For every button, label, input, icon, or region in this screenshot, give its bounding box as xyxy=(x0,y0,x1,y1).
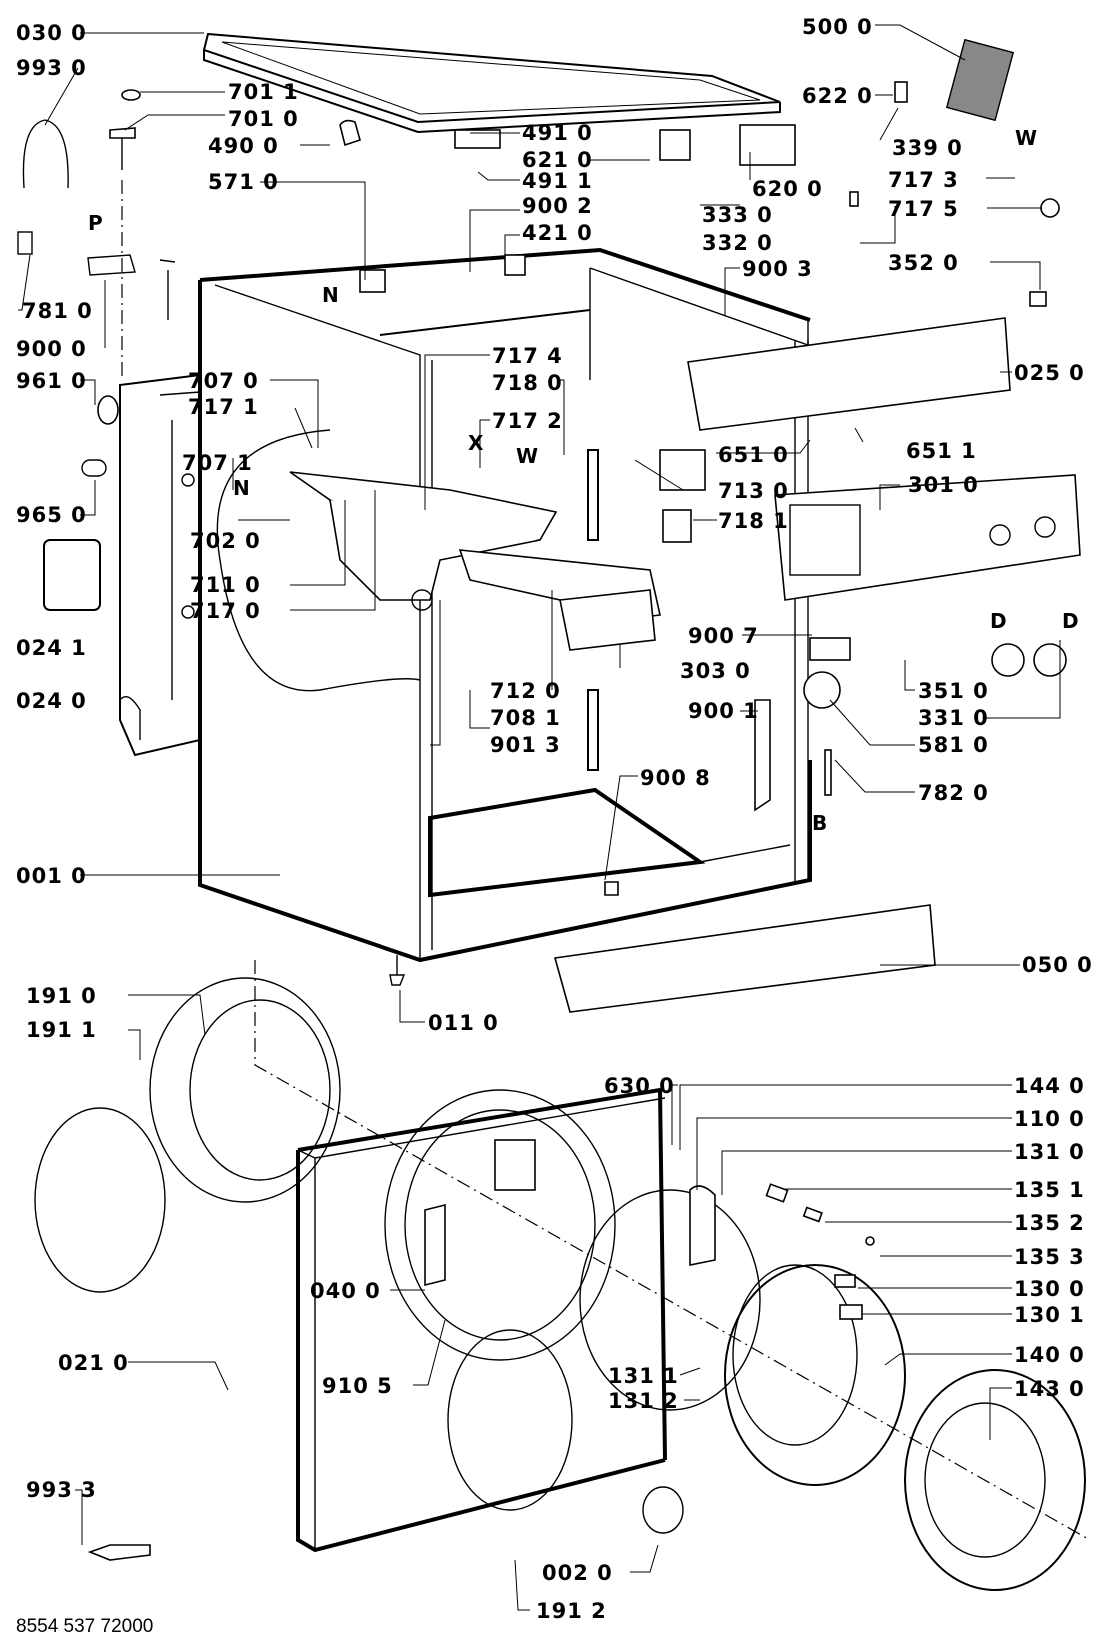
document-number: 8554 537 72000 xyxy=(16,1616,153,1637)
part-label-717-0: 717 0 xyxy=(190,599,261,623)
control-panel xyxy=(687,317,1081,601)
part-label-491-1: 491 1 xyxy=(522,169,593,193)
part-label-712-0: 712 0 xyxy=(490,679,561,703)
part-label-961-0: 961 0 xyxy=(16,369,87,393)
part-label-144-0: 144 0 xyxy=(1014,1074,1085,1098)
part-label-040-0: 040 0 xyxy=(310,1279,381,1303)
part-label-707-0: 707 0 xyxy=(188,369,259,393)
part-label-900-3: 900 3 xyxy=(742,257,813,281)
front-panel xyxy=(296,1087,667,1553)
part-label-900-0: 900 0 xyxy=(16,337,87,361)
callout-D-left: D xyxy=(990,609,1007,633)
part-label-718-1: 718 1 xyxy=(718,509,789,533)
part-label-620-0: 620 0 xyxy=(752,177,823,201)
part-label-030-0: 030 0 xyxy=(16,21,87,45)
part-label-339-0: 339 0 xyxy=(892,136,963,160)
part-label-351-0: 351 0 xyxy=(918,679,989,703)
part-label-713-0: 713 0 xyxy=(718,479,789,503)
part-label-490-0: 490 0 xyxy=(208,134,279,158)
part-label-001-0: 001 0 xyxy=(16,864,87,888)
part-label-717-5: 717 5 xyxy=(888,197,959,221)
part-label-024-1: 024 1 xyxy=(16,636,87,660)
part-label-901-3: 901 3 xyxy=(490,733,561,757)
part-label-651-0: 651 0 xyxy=(718,443,789,467)
part-label-581-0: 581 0 xyxy=(918,733,989,757)
part-label-993-3: 993 3 xyxy=(26,1478,97,1502)
part-label-331-0: 331 0 xyxy=(918,706,989,730)
callout-N-top: N xyxy=(322,283,339,307)
side-panel xyxy=(119,373,201,757)
part-label-143-0: 143 0 xyxy=(1014,1377,1085,1401)
part-label-707-1: 707 1 xyxy=(182,451,253,475)
part-label-303-0: 303 0 xyxy=(680,659,751,683)
part-label-571-0: 571 0 xyxy=(208,170,279,194)
dispenser-assembly xyxy=(216,429,661,692)
part-label-630-0: 630 0 xyxy=(604,1074,675,1098)
part-label-717-3: 717 3 xyxy=(888,168,959,192)
callout-W-top: W xyxy=(1015,126,1037,150)
part-label-024-0: 024 0 xyxy=(16,689,87,713)
part-label-900-8: 900 8 xyxy=(640,766,711,790)
part-label-050-0: 050 0 xyxy=(1022,953,1093,977)
part-label-135-3: 135 3 xyxy=(1014,1245,1085,1269)
part-label-131-0: 131 0 xyxy=(1014,1140,1085,1164)
callout-D-right: D xyxy=(1062,609,1079,633)
part-label-717-1: 717 1 xyxy=(188,395,259,419)
part-label-332-0: 332 0 xyxy=(702,231,773,255)
part-label-333-0: 333 0 xyxy=(702,203,773,227)
part-label-900-2: 900 2 xyxy=(522,194,593,218)
part-label-965-0: 965 0 xyxy=(16,503,87,527)
part-label-708-1: 708 1 xyxy=(490,706,561,730)
part-label-025-0: 025 0 xyxy=(1014,361,1085,385)
part-label-910-5: 910 5 xyxy=(322,1374,393,1398)
letter-callouts: P N N X W W D D B xyxy=(88,126,1079,835)
part-label-621-0: 621 0 xyxy=(522,148,593,172)
small-parts xyxy=(17,38,1067,1561)
callout-W-mid: W xyxy=(516,444,538,468)
part-label-717-4: 717 4 xyxy=(492,344,563,368)
part-labels: 030 0 993 0 701 1 701 0 490 0 571 0 781 … xyxy=(16,15,1093,1623)
part-label-130-0: 130 0 xyxy=(1014,1277,1085,1301)
callout-B: B xyxy=(812,811,827,835)
part-label-491-0: 491 0 xyxy=(522,121,593,145)
part-label-622-0: 622 0 xyxy=(802,84,873,108)
part-label-711-0: 711 0 xyxy=(190,573,261,597)
door-parts xyxy=(34,960,1091,1591)
part-label-021-0: 021 0 xyxy=(58,1351,129,1375)
part-label-140-0: 140 0 xyxy=(1014,1343,1085,1367)
part-label-717-2: 717 2 xyxy=(492,409,563,433)
part-label-718-0: 718 0 xyxy=(492,371,563,395)
part-label-900-7: 900 7 xyxy=(688,624,759,648)
part-label-191-0: 191 0 xyxy=(26,984,97,1008)
part-label-352-0: 352 0 xyxy=(888,251,959,275)
part-label-651-1: 651 1 xyxy=(906,439,977,463)
part-label-191-2: 191 2 xyxy=(536,1599,607,1623)
part-label-782-0: 782 0 xyxy=(918,781,989,805)
leader-lines xyxy=(18,24,1061,1611)
part-label-500-0: 500 0 xyxy=(802,15,873,39)
part-label-701-1: 701 1 xyxy=(228,80,299,104)
part-label-702-0: 702 0 xyxy=(190,529,261,553)
part-label-130-1: 130 1 xyxy=(1014,1303,1085,1327)
part-label-701-0: 701 0 xyxy=(228,107,299,131)
part-label-011-0: 011 0 xyxy=(428,1011,499,1035)
part-label-135-2: 135 2 xyxy=(1014,1211,1085,1235)
part-label-131-2: 131 2 xyxy=(608,1389,679,1413)
part-label-900-1: 900 1 xyxy=(688,699,759,723)
callout-P: P xyxy=(88,211,103,235)
part-label-301-0: 301 0 xyxy=(908,473,979,497)
callout-N-left: N xyxy=(233,476,250,500)
part-label-781-0: 781 0 xyxy=(22,299,93,323)
part-label-002-0: 002 0 xyxy=(542,1561,613,1585)
part-label-421-0: 421 0 xyxy=(522,221,593,245)
part-label-135-1: 135 1 xyxy=(1014,1178,1085,1202)
part-label-993-0: 993 0 xyxy=(16,56,87,80)
part-label-110-0: 110 0 xyxy=(1014,1107,1085,1131)
top-lid xyxy=(202,32,781,134)
part-label-191-1: 191 1 xyxy=(26,1018,97,1042)
part-label-131-1: 131 1 xyxy=(608,1364,679,1388)
callout-X: X xyxy=(468,431,484,455)
